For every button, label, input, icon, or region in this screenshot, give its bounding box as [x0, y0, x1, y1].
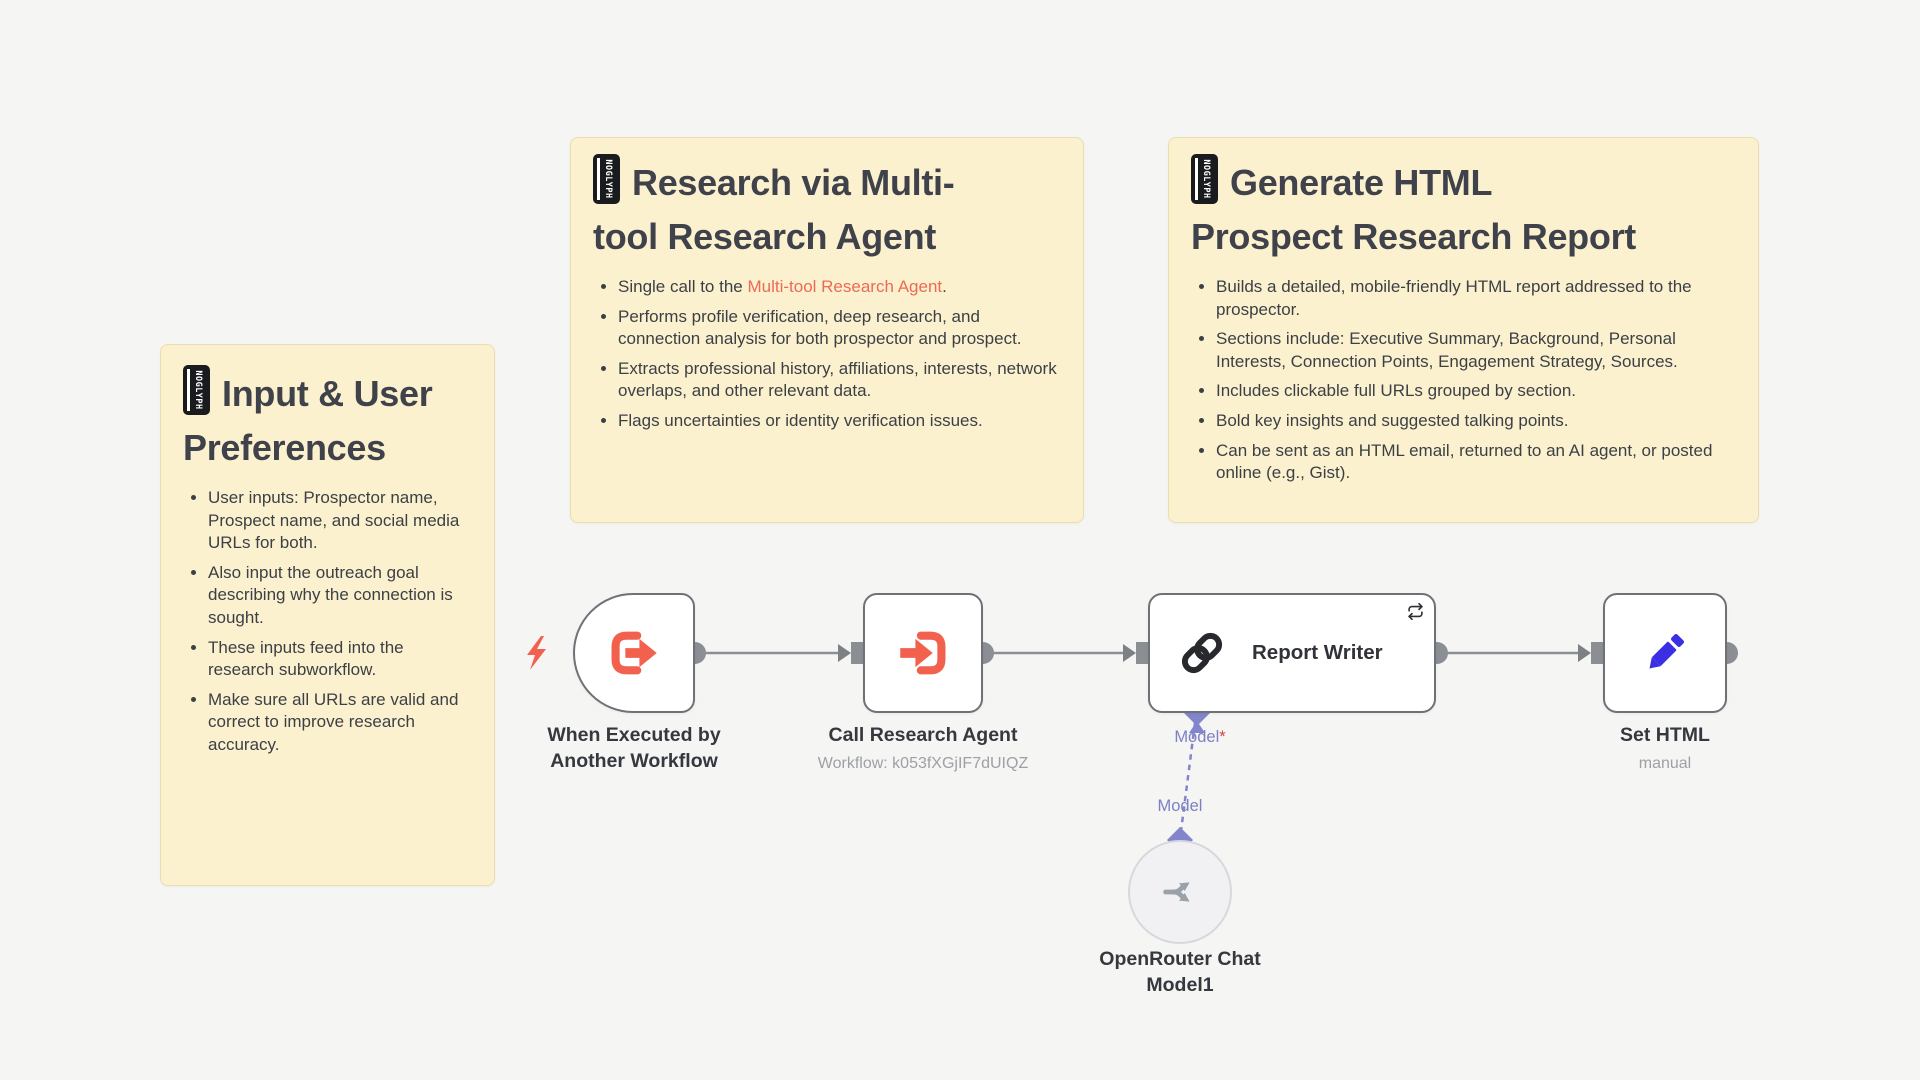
note-bullet: Performs profile verification, deep rese… [618, 306, 1061, 351]
note-title-line1: Generate HTML [1230, 162, 1493, 203]
model-port-label: Model [1157, 797, 1203, 815]
node-openrouter-chat-model[interactable] [1128, 840, 1232, 944]
input-port[interactable] [851, 642, 863, 664]
model-port-arrow [1189, 721, 1205, 733]
input-port[interactable] [1591, 642, 1603, 664]
note-bullet: Make sure all URLs are valid and correct… [208, 689, 472, 757]
sticky-note-html-report[interactable]: NOGLYPH Generate HTML Prospect Research R… [1168, 137, 1759, 523]
note-bullet: Sections include: Executive Summary, Bac… [1216, 328, 1736, 373]
node-subtitle-manual: manual [1638, 754, 1692, 772]
model-fork-icon [1163, 882, 1190, 902]
note-bullet: Also input the outreach goal describing … [208, 562, 472, 630]
execute-workflow-icon [900, 631, 946, 675]
noglyph-badge-icon: NOGLYPH [593, 154, 620, 204]
connection-model-dashed[interactable] [1179, 722, 1197, 832]
sticky-note-input-preferences[interactable]: NOGLYPH Input & User Preferences User inp… [160, 344, 495, 886]
note-bullet: User inputs: Prospector name, Prospect n… [208, 487, 472, 555]
node-inner-label: Report Writer [1252, 641, 1383, 664]
input-arrow-icon [838, 644, 851, 662]
note-bullet-list: Single call to the Multi-tool Research A… [593, 276, 1061, 433]
model-port-label-required: Model* [1174, 728, 1226, 746]
note-bullet-list: Builds a detailed, mobile-friendly HTML … [1191, 276, 1736, 485]
node-report-writer[interactable]: Report Writer [1148, 593, 1436, 713]
input-port[interactable] [1136, 642, 1148, 664]
node-label-set-html: Set HTML manual [1525, 723, 1805, 774]
chain-icon [1176, 627, 1228, 679]
required-marker: * [1219, 728, 1226, 746]
note-bullet: Extracts professional history, affiliati… [618, 358, 1061, 403]
note-title: NOGLYPH Research via Multi- tool Research… [593, 154, 1061, 264]
repeat-icon [1407, 603, 1424, 620]
note-bullet: These inputs feed into the research subw… [208, 637, 472, 682]
note-title-line1: Input & User [222, 373, 433, 414]
node-label-openrouter: OpenRouter Chat Model1 [1099, 948, 1261, 996]
note-title-line2: Prospect Research Report [1191, 216, 1636, 257]
edit-pencil-icon [1649, 633, 1685, 669]
note-title-line1: Research via Multi- [632, 162, 955, 203]
input-arrow-icon [1123, 644, 1136, 662]
node-when-executed-by-another-workflow[interactable] [573, 593, 695, 713]
note-title: NOGLYPH Generate HTML Prospect Research R… [1191, 154, 1736, 264]
node-label-call-research-agent: Call Research Agent Workflow: k053fXGjIF… [783, 723, 1063, 774]
research-agent-link[interactable]: Multi-tool Research Agent [747, 277, 943, 296]
lightning-bolt-icon [527, 636, 546, 670]
note-bullet: Bold key insights and suggested talking … [1216, 410, 1736, 433]
note-title-line2: Preferences [183, 427, 386, 468]
node-call-research-agent[interactable] [863, 593, 983, 713]
note-bullet: Flags uncertainties or identity verifica… [618, 410, 1061, 433]
node-subtitle-workflow-id: Workflow: k053fXGjIF7dUIQZ [817, 754, 1029, 772]
execute-workflow-trigger-icon [611, 631, 657, 675]
note-bullet: Includes clickable full URLs grouped by … [1216, 380, 1736, 403]
note-bullet: Builds a detailed, mobile-friendly HTML … [1216, 276, 1736, 321]
note-title: NOGLYPH Input & User Preferences [183, 365, 472, 475]
node-label-trigger: When Executed by Another Workflow [547, 724, 721, 772]
noglyph-badge-icon: NOGLYPH [1191, 154, 1218, 204]
node-set-html[interactable] [1603, 593, 1727, 713]
input-arrow-icon [1578, 644, 1591, 662]
noglyph-badge-icon: NOGLYPH [183, 365, 210, 415]
note-bullet-list: User inputs: Prospector name, Prospect n… [183, 487, 472, 757]
note-title-line2: tool Research Agent [593, 216, 937, 257]
note-bullet: Single call to the Multi-tool Research A… [618, 276, 1061, 299]
note-bullet: Can be sent as an HTML email, returned t… [1216, 440, 1736, 485]
sticky-note-research-agent[interactable]: NOGLYPH Research via Multi- tool Research… [570, 137, 1084, 523]
